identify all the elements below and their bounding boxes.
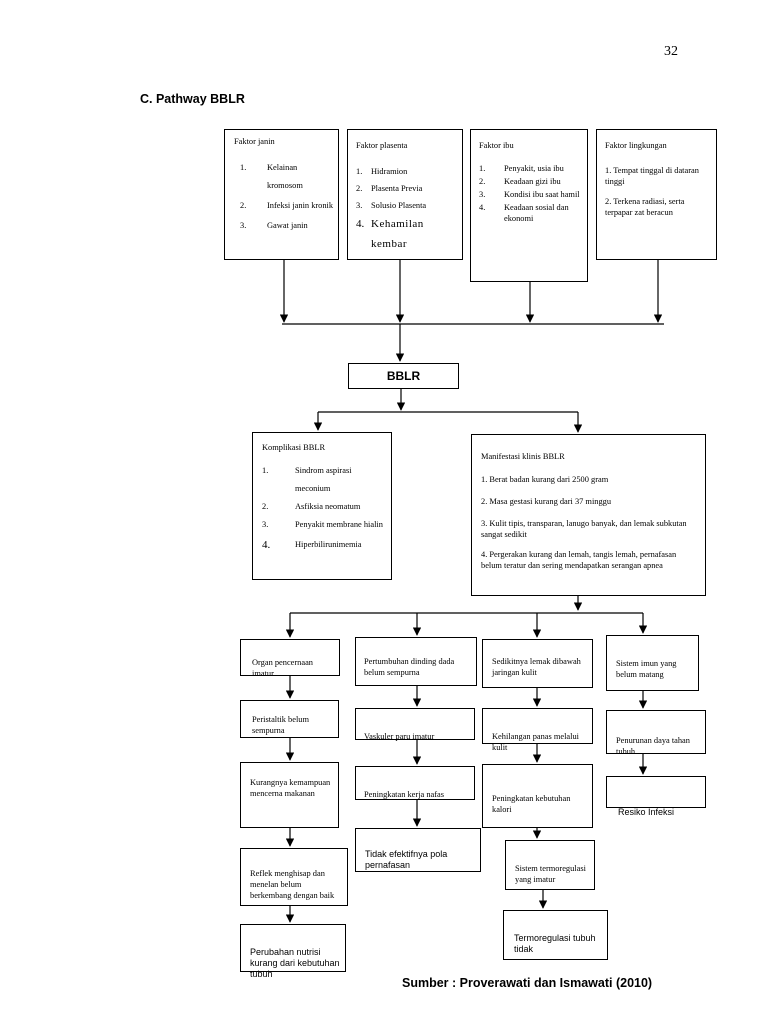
- factor-janin-box: Faktor janin 1.Kelainan kromosom 2.Infek…: [224, 129, 339, 260]
- factor-lingkungan-title: Faktor lingkungan: [605, 141, 667, 150]
- list-item: 1. Berat badan kurang dari 2500 gram: [481, 475, 609, 484]
- factor-plasenta-box: Faktor plasenta 1.Hidramion 2.Plasenta P…: [347, 129, 463, 260]
- col1-box-1: Organ pencernaan imatur: [240, 639, 340, 678]
- list-item: 1.Sindrom aspirasi meconium: [262, 466, 352, 493]
- list-item: 2. Masa gestasi kurang dari 37 minggu: [481, 497, 612, 506]
- list-item: 4. Pergerakan kurang dan lemah, tangis l…: [481, 550, 677, 570]
- list-item: 2.Keadaan gizi ibu: [479, 177, 561, 186]
- bblr-label: BBLR: [386, 369, 421, 383]
- manifestasi-box: Manifestasi klinis BBLR 1. Berat badan k…: [471, 434, 706, 596]
- col1-box-3: Kurangnya kemampuan mencerna makanan: [240, 762, 339, 828]
- factor-ibu-title: Faktor ibu: [479, 141, 514, 150]
- factor-ibu-box: Faktor ibu 1.Penyakit, usia ibu 2.Keadaa…: [470, 129, 588, 282]
- col4-box-2: Penurunan daya tahan tubuh: [606, 710, 706, 756]
- page-number: 32: [664, 44, 678, 59]
- col4-box-3: Resiko Infeksi: [606, 776, 706, 817]
- factor-lingkungan-box: Faktor lingkungan 1. Tempat tinggal di d…: [596, 129, 717, 260]
- col1-box-4: Reflek menghisap dan menelan belum berke…: [240, 848, 348, 906]
- bblr-box: BBLR: [348, 363, 459, 389]
- list-item: 3.Kondisi ibu saat hamil: [479, 190, 580, 199]
- manifestasi-title: Manifestasi klinis BBLR: [481, 452, 565, 461]
- komplikasi-box: Komplikasi BBLR 1.Sindrom aspirasi mecon…: [252, 432, 392, 580]
- col3-box-3: Peningkatan kebutuhan kalori: [482, 764, 593, 828]
- list-item: 2. Terkena radiasi, serta terpapar zat b…: [605, 197, 685, 217]
- list-item: 4.Kehamilan kembar: [356, 218, 424, 250]
- source-caption: Sumber : Proverawati dan Ismawati (2010): [402, 976, 653, 990]
- list-item: 4.Keadaan sosial dan ekonomi: [479, 203, 569, 223]
- list-item: 2.Infeksi janin kronik: [240, 201, 334, 210]
- komplikasi-title: Komplikasi BBLR: [262, 443, 326, 452]
- list-item: 3.Gawat janin: [240, 221, 308, 230]
- list-item: 1. Tempat tinggal di dataran tinggi: [605, 166, 699, 186]
- list-item: 2.Asfiksia neomatum: [262, 502, 361, 511]
- col1-box-2: Peristaltik belum sempurna: [240, 700, 339, 738]
- factor-plasenta-title: Faktor plasenta: [356, 141, 408, 150]
- col3-box-2: Kehilangan panas melalui kulit: [482, 708, 593, 752]
- col4-box-1: Sistem imun yang belum matang: [606, 635, 699, 691]
- section-heading: C. Pathway BBLR: [140, 92, 245, 106]
- col2-box-3: Peningkatan kerja nafas: [355, 766, 475, 800]
- col2-box-1: Pertumbuhan dinding dada belum sempurna: [355, 637, 477, 686]
- list-item: 2.Plasenta Previa: [356, 184, 423, 193]
- col3-box-5: Termoregulasi tubuh tidak: [503, 910, 608, 960]
- col1-box-5: Perubahan nutrisi kurang dari kebutuhan …: [240, 924, 346, 979]
- col3-box-1: Sedikitnya lemak dibawah jaringan kulit: [482, 639, 593, 688]
- col2-box-2: Vaskuler paru imatur: [355, 708, 475, 741]
- factor-janin-title: Faktor janin: [234, 137, 275, 146]
- list-item: 3.Penyakit membrane hialin: [262, 520, 383, 529]
- col2-box-4: Tidak efektifnya pola pernafasan: [355, 828, 481, 872]
- list-item: 1.Kelainan kromosom: [240, 163, 303, 190]
- list-item: 3. Kulit tipis, transparan, lanugo banya…: [481, 519, 687, 539]
- list-item: 4.Hiperbilirunimemia: [262, 539, 362, 551]
- list-item: 1.Penyakit, usia ibu: [479, 164, 564, 173]
- list-item: 3.Solusio Plasenta: [356, 201, 427, 210]
- list-item: 1.Hidramion: [356, 167, 408, 176]
- col3-box-4: Sistem termoregulasi yang imatur: [505, 840, 595, 890]
